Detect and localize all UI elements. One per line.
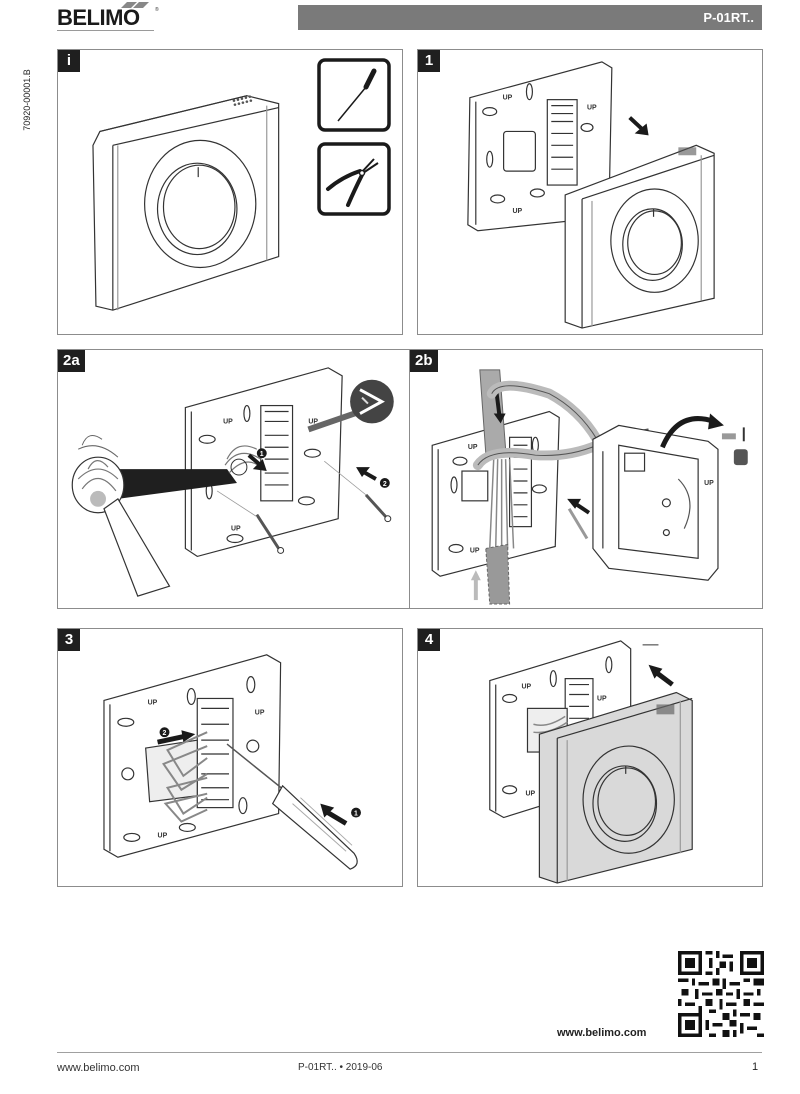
svg-text:UP: UP xyxy=(522,684,532,691)
brand-logo: BELIMO ® xyxy=(57,2,159,32)
registered-mark: ® xyxy=(155,7,159,13)
svg-text:UP: UP xyxy=(526,791,536,798)
remove-cover-illustration: UP UP UP xyxy=(467,61,715,329)
step-badge: 2a xyxy=(58,350,85,372)
qr-code-icon[interactable] xyxy=(678,950,764,1038)
svg-text:UP: UP xyxy=(597,695,607,702)
svg-text:UP: UP xyxy=(468,444,478,451)
step-badge: i xyxy=(58,50,80,72)
svg-text:UP: UP xyxy=(704,480,714,487)
svg-text:UP: UP xyxy=(503,95,513,102)
callout-2-icon xyxy=(159,727,170,738)
panel-step-2b: UP UP UP xyxy=(409,349,763,609)
svg-text:UP: UP xyxy=(158,832,168,839)
svg-text:UP: UP xyxy=(231,526,241,533)
document-number: 70920-00001.B xyxy=(22,69,32,131)
step-badge: 3 xyxy=(58,629,80,651)
page-number: 1 xyxy=(752,1061,759,1073)
title-bar: P-01RT.. xyxy=(298,5,762,30)
panel-step-3: UP UP UP 2 1 3 xyxy=(57,628,403,887)
callout-2-icon xyxy=(379,478,390,488)
svg-text:1: 1 xyxy=(260,451,264,458)
break-out-cable-entry-illustration: UP UP UP xyxy=(431,369,748,605)
qr-url-label[interactable]: www.belimo.com xyxy=(557,1027,647,1039)
svg-text:1: 1 xyxy=(354,811,358,818)
logo-wings-icon xyxy=(121,2,149,8)
product-code: P-01RT.. xyxy=(703,10,754,25)
mount-base-plate-illustration: UP UP UP 1 2 xyxy=(71,367,394,597)
panel-step-2a: UP UP UP 1 2 2a xyxy=(57,349,410,609)
thermostat-illustration xyxy=(92,95,280,311)
step-badge: 4 xyxy=(418,629,440,651)
screwdriver-icon xyxy=(317,58,391,132)
panel-step-4: UP UP UP 4 xyxy=(417,628,763,887)
svg-text:UP: UP xyxy=(470,547,480,554)
callout-1-icon xyxy=(256,448,267,459)
pliers-icon xyxy=(317,142,391,216)
callout-1-icon xyxy=(351,807,361,818)
panel-step-1: UP UP UP 1 xyxy=(417,49,763,335)
svg-text:UP: UP xyxy=(255,709,265,716)
footer-doc-ref: P-01RT.. • 2019-06 xyxy=(298,1062,383,1073)
svg-text:UP: UP xyxy=(308,418,318,425)
step-badge: 1 xyxy=(418,50,440,72)
connect-wires-illustration: UP UP UP 2 1 xyxy=(103,654,361,870)
footer-divider xyxy=(57,1052,762,1053)
svg-text:UP: UP xyxy=(513,208,523,215)
svg-text:2: 2 xyxy=(383,481,387,488)
panel-step-i: i xyxy=(57,49,403,335)
arrow-icon xyxy=(634,123,649,136)
svg-text:UP: UP xyxy=(148,699,158,706)
brand-name: BELIMO xyxy=(57,5,140,30)
svg-text:UP: UP xyxy=(223,418,233,425)
svg-text:UP: UP xyxy=(587,105,597,112)
step-badge: 2b xyxy=(410,350,438,372)
logo-underline xyxy=(57,30,154,31)
attach-cover-illustration: UP UP UP xyxy=(489,640,693,884)
footer-website-link[interactable]: www.belimo.com xyxy=(57,1062,140,1074)
svg-text:2: 2 xyxy=(163,730,167,737)
